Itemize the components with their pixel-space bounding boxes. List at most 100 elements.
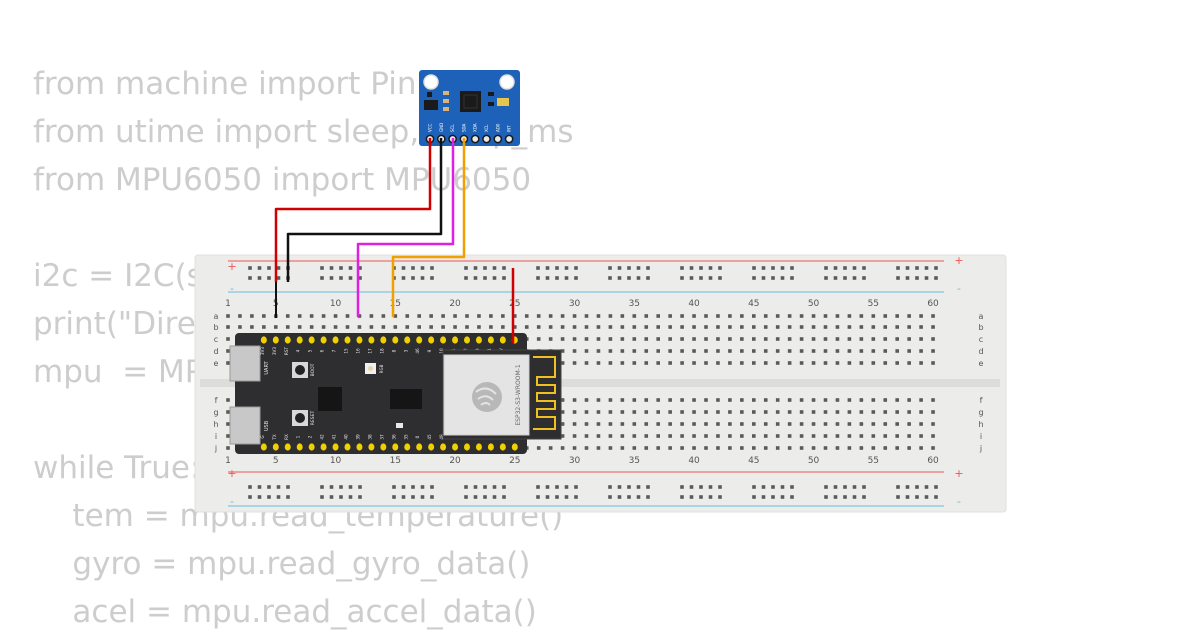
breadboard-hole[interactable]: [420, 276, 425, 280]
breadboard-hole[interactable]: [752, 276, 756, 280]
breadboard-hole[interactable]: [823, 361, 828, 365]
breadboard-hole[interactable]: [824, 276, 828, 280]
breadboard-hole[interactable]: [668, 337, 672, 341]
breadboard-hole[interactable]: [430, 495, 434, 499]
breadboard-hole[interactable]: [564, 266, 569, 270]
breadboard-hole[interactable]: [358, 495, 362, 499]
breadboard-hole[interactable]: [473, 276, 478, 280]
esp32-pin[interactable]: [260, 336, 267, 344]
breadboard-hole[interactable]: [596, 349, 601, 353]
breadboard-hole[interactable]: [321, 314, 326, 318]
breadboard-hole[interactable]: [752, 361, 756, 365]
breadboard-hole[interactable]: [915, 266, 919, 270]
breadboard-hole[interactable]: [636, 276, 641, 280]
breadboard-hole[interactable]: [348, 276, 353, 280]
breadboard-hole[interactable]: [285, 314, 290, 318]
breadboard-hole[interactable]: [644, 337, 649, 341]
breadboard-hole[interactable]: [248, 266, 252, 270]
breadboard-hole[interactable]: [596, 446, 601, 450]
breadboard-hole[interactable]: [401, 485, 406, 489]
breadboard-hole[interactable]: [257, 495, 262, 499]
breadboard-hole[interactable]: [680, 337, 684, 341]
breadboard-hole[interactable]: [226, 314, 230, 318]
breadboard-hole[interactable]: [333, 325, 338, 329]
breadboard-hole[interactable]: [617, 485, 622, 489]
breadboard-hole[interactable]: [536, 276, 540, 280]
breadboard-hole[interactable]: [572, 398, 577, 402]
breadboard-hole[interactable]: [692, 410, 696, 414]
breadboard-hole[interactable]: [668, 434, 672, 438]
breadboard-hole[interactable]: [596, 361, 601, 365]
breadboard-hole[interactable]: [787, 361, 792, 365]
breadboard-hole[interactable]: [823, 410, 828, 414]
breadboard-hole[interactable]: [740, 422, 744, 426]
breadboard-hole[interactable]: [847, 422, 852, 426]
breadboard-hole[interactable]: [656, 434, 660, 438]
breadboard-hole[interactable]: [843, 495, 847, 499]
breadboard-hole[interactable]: [919, 410, 923, 414]
esp32-pin[interactable]: [404, 443, 411, 451]
breadboard-hole[interactable]: [617, 495, 622, 499]
breadboard-hole[interactable]: [401, 495, 406, 499]
breadboard-hole[interactable]: [799, 410, 804, 414]
breadboard-hole[interactable]: [835, 361, 840, 365]
breadboard-hole[interactable]: [574, 276, 578, 280]
breadboard-hole[interactable]: [250, 314, 254, 318]
breadboard-hole[interactable]: [780, 485, 785, 489]
breadboard-hole[interactable]: [656, 361, 660, 365]
breadboard-hole[interactable]: [632, 325, 637, 329]
esp32-pin[interactable]: [368, 336, 375, 344]
breadboard-hole[interactable]: [919, 325, 923, 329]
breadboard-hole[interactable]: [811, 398, 816, 402]
breadboard-hole[interactable]: [847, 361, 852, 365]
breadboard-hole[interactable]: [689, 276, 694, 280]
breadboard-hole[interactable]: [775, 434, 780, 438]
breadboard-hole[interactable]: [680, 314, 684, 318]
breadboard-hole[interactable]: [907, 314, 911, 318]
breadboard-hole[interactable]: [620, 361, 625, 365]
breadboard-hole[interactable]: [716, 337, 720, 341]
breadboard-hole[interactable]: [596, 422, 601, 426]
esp32-pin[interactable]: [452, 336, 459, 344]
breadboard-hole[interactable]: [464, 276, 468, 280]
breadboard-hole[interactable]: [859, 446, 864, 450]
breadboard-hole[interactable]: [718, 495, 722, 499]
breadboard-hole[interactable]: [608, 398, 613, 402]
breadboard-hole[interactable]: [453, 325, 457, 329]
breadboard-hole[interactable]: [833, 495, 838, 499]
breadboard-hole[interactable]: [775, 325, 780, 329]
breadboard-hole[interactable]: [775, 349, 780, 353]
breadboard-hole[interactable]: [883, 349, 888, 353]
mpu-pin[interactable]: [482, 134, 491, 144]
breadboard-hole[interactable]: [564, 495, 569, 499]
breadboard-hole[interactable]: [752, 422, 756, 426]
esp32-pin[interactable]: [475, 443, 482, 451]
breadboard-hole[interactable]: [226, 410, 230, 414]
breadboard-hole[interactable]: [799, 398, 804, 402]
breadboard-hole[interactable]: [871, 314, 876, 318]
breadboard-hole[interactable]: [835, 314, 840, 318]
breadboard-hole[interactable]: [699, 266, 703, 270]
breadboard-hole[interactable]: [524, 325, 529, 329]
esp32-pin[interactable]: [296, 443, 303, 451]
breadboard-hole[interactable]: [285, 325, 290, 329]
wire-vcc-red[interactable]: [274, 138, 432, 282]
breadboard-hole[interactable]: [572, 349, 577, 353]
esp32-pin[interactable]: [320, 336, 327, 344]
esp32-pin[interactable]: [404, 336, 411, 344]
breadboard-hole[interactable]: [823, 398, 828, 402]
esp32-pin[interactable]: [332, 336, 339, 344]
breadboard-hole[interactable]: [728, 349, 732, 353]
breadboard-hole[interactable]: [483, 266, 487, 270]
breadboard-hole[interactable]: [680, 266, 684, 270]
breadboard-hole[interactable]: [646, 485, 650, 489]
breadboard-hole[interactable]: [799, 422, 804, 426]
breadboard-hole[interactable]: [728, 410, 732, 414]
breadboard-hole[interactable]: [430, 276, 434, 280]
breadboard-hole[interactable]: [895, 325, 899, 329]
breadboard-hole[interactable]: [919, 349, 923, 353]
breadboard-hole[interactable]: [584, 349, 589, 353]
breadboard-hole[interactable]: [895, 349, 899, 353]
breadboard-hole[interactable]: [728, 325, 732, 329]
breadboard-hole[interactable]: [895, 398, 899, 402]
